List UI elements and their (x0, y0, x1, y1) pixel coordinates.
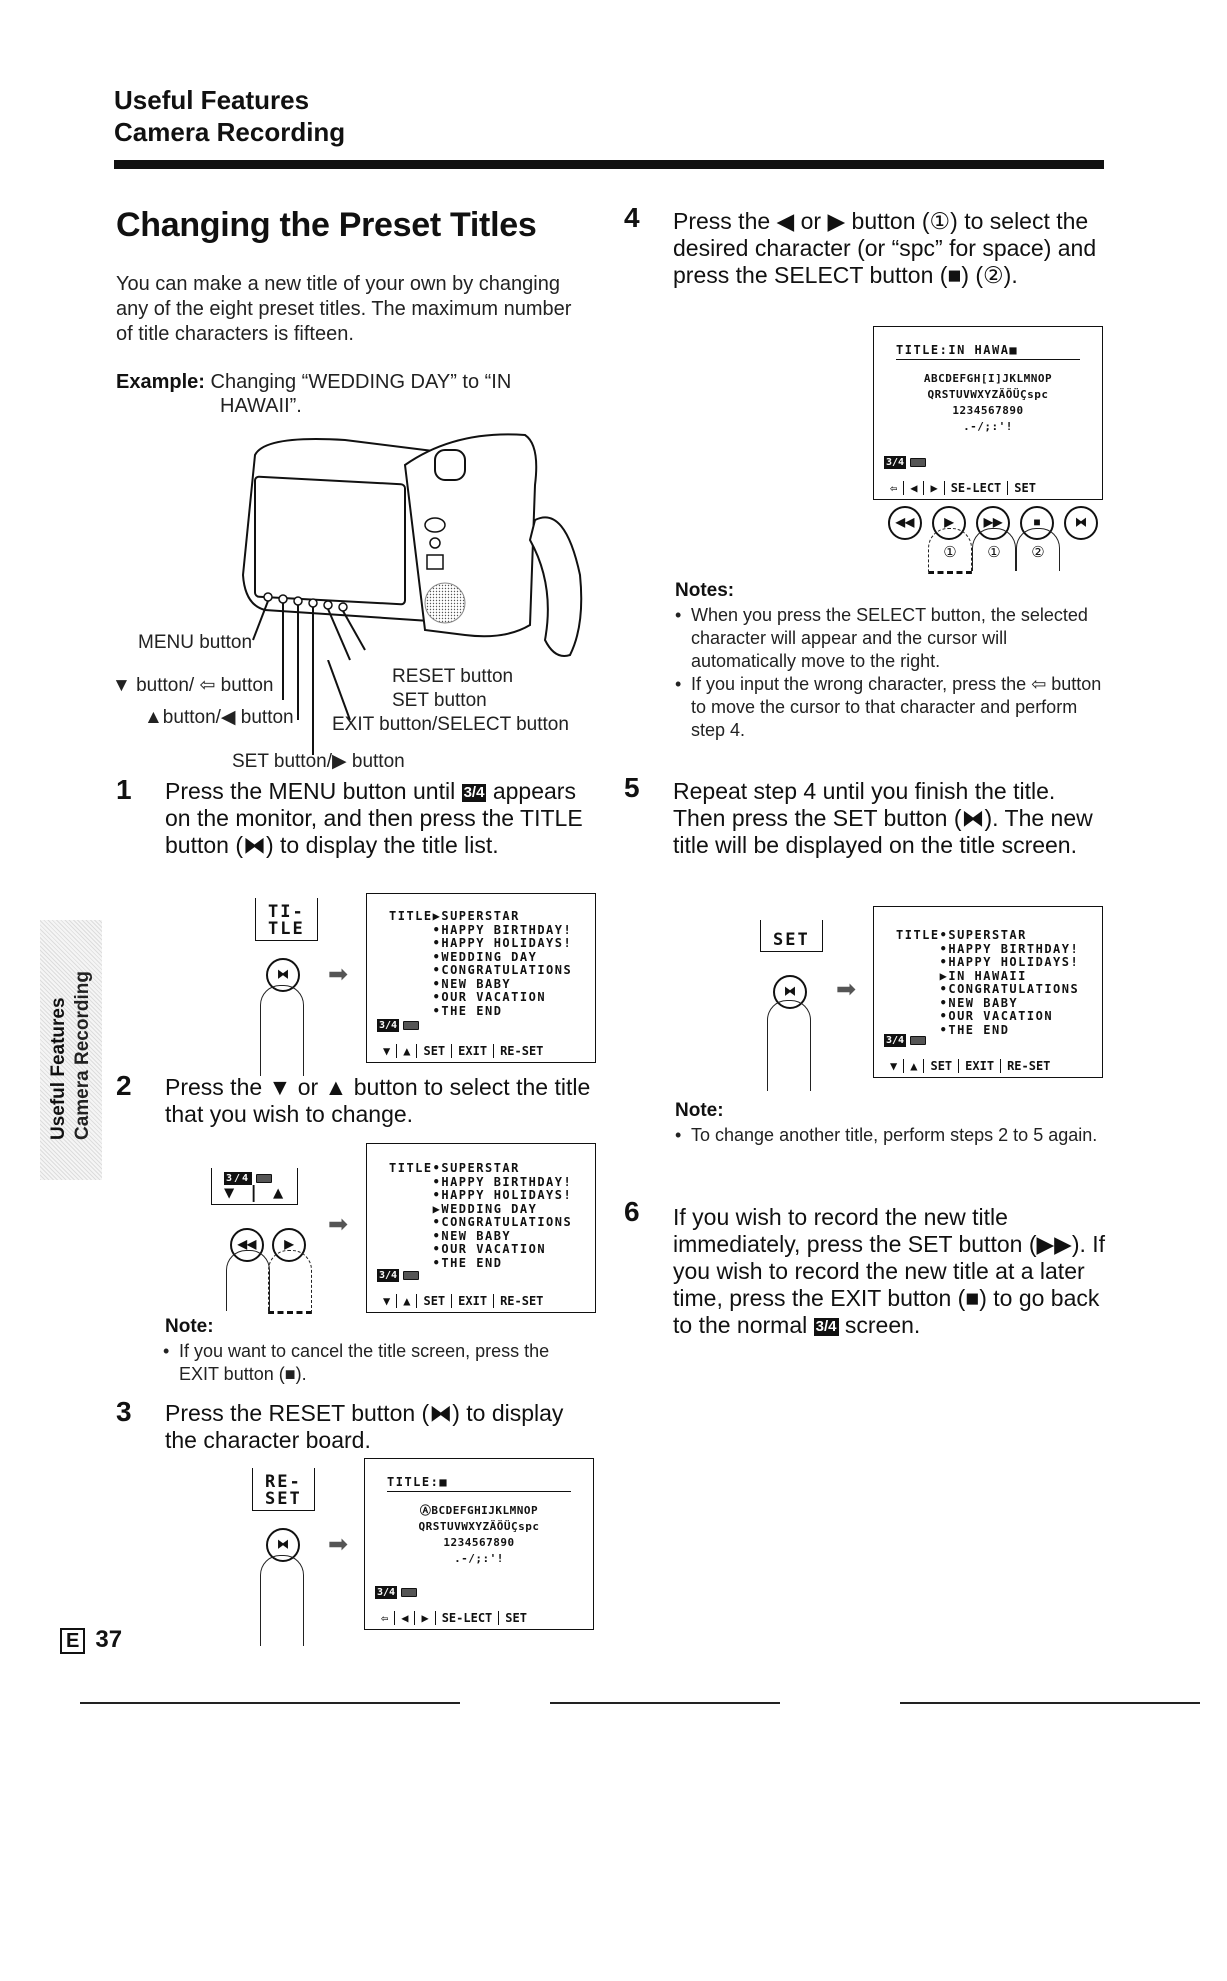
label-set-right-button: SET button/▶ button (232, 751, 405, 772)
callout-lines (282, 660, 351, 755)
next-arrow-icon: ➡ (328, 1531, 349, 1558)
label-down-back-button: ▼ button/ ⇦ button (112, 675, 274, 696)
header-rule (114, 160, 1104, 169)
finger-icon: ① (972, 528, 1016, 571)
label-menu-button: MENU button (138, 632, 253, 653)
mode-3-4-icon: 3/4 (461, 784, 487, 802)
step-number: 3 (116, 1396, 132, 1427)
character-board-screen-3: TITLE:■ ⒶBCDEFGHIJKLMNOP QRSTUVWXYZÄÖÜÇs… (364, 1458, 594, 1630)
page-title: Changing the Preset Titles (116, 206, 537, 244)
note-list: If you want to cancel the title screen, … (163, 1340, 593, 1386)
intro-paragraph: You can make a new title of your own by … (116, 273, 572, 345)
rewind-button-icon[interactable]: ◀◀ (888, 506, 922, 540)
finger-icon (260, 1555, 304, 1646)
section-title: Useful Features (114, 85, 310, 115)
up-down-key-label: 3/4 ▼ | ▲ (211, 1168, 299, 1205)
language-badge: E (60, 1628, 86, 1654)
reset-key-label: RE- SET (252, 1468, 315, 1511)
label-set-button: SET button (392, 690, 487, 711)
finger-icon: ② (1016, 528, 1060, 571)
title-list-screen-1: TITLE▶SUPERSTAR •HAPPY BIRTHDAY! •HAPPY … (366, 893, 596, 1063)
bottom-rule (80, 1702, 460, 1704)
battery-icon (403, 1021, 420, 1030)
finger-dashed-icon (268, 1250, 312, 1314)
step-2-text: Press the ▼ or ▲ button to select the ti… (165, 1074, 591, 1127)
subsection-title: Camera Recording (114, 117, 346, 147)
page-number: 37 (95, 1626, 123, 1653)
step-number: 1 (116, 774, 132, 805)
step-3-text: Press the RESET button (⧓) to display th… (165, 1400, 564, 1453)
title-list-screen-5: TITLE•SUPERSTAR •HAPPY BIRTHDAY! •HAPPY … (873, 906, 1103, 1078)
note-heading: Note: (675, 1100, 724, 1121)
step-6-text: If you wish to record the new title imme… (673, 1204, 1106, 1338)
title-key-label: TI- TLE (255, 898, 318, 941)
step-1-text: Press the MENU button until 3/4 appears … (165, 778, 583, 858)
next-arrow-icon: ➡ (836, 976, 857, 1003)
finger-icon (260, 985, 304, 1076)
notes-list: When you press the SELECT button, the se… (675, 604, 1105, 742)
label-reset-button: RESET button (392, 666, 514, 687)
step-4-text: Press the ◀ or ▶ button (①) to select th… (673, 208, 1097, 288)
note-list: To change another title, perform steps 2… (675, 1124, 1105, 1147)
camcorder-illustration (241, 433, 583, 665)
finger-dashed-icon: ① (928, 528, 972, 574)
character-board-screen-4: TITLE:IN HAWA■ ABCDEFGH[I]JKLMNOP QRSTUV… (873, 326, 1103, 500)
example-text: Example: Changing “WEDDING DAY” to “IN H… (116, 371, 512, 417)
note-heading: Note: (165, 1316, 214, 1337)
label-up-left-button: ▲button/◀ button (144, 707, 294, 728)
step-number: 5 (624, 772, 640, 803)
mode-3-4-icon: 3/4 (813, 1318, 839, 1336)
finger-icon (767, 1000, 811, 1091)
section-header: Useful Features Camera Recording (114, 84, 345, 148)
step-number: 2 (116, 1070, 132, 1101)
step-5-text: Repeat step 4 until you finish the title… (673, 778, 1093, 858)
next-arrow-icon: ➡ (328, 1211, 349, 1238)
next-arrow-icon: ➡ (328, 961, 349, 988)
step-number: 6 (624, 1196, 640, 1227)
reset-button-icon[interactable]: ⧓ (266, 1528, 300, 1562)
label-exit-select-button: EXIT button/SELECT button (332, 714, 569, 735)
set-button-icon[interactable]: ⧓ (1064, 506, 1098, 540)
notes-heading: Notes: (675, 580, 735, 601)
set-key-label: SET (760, 920, 823, 952)
step-number: 4 (624, 202, 640, 233)
mode-badge: 3/4 (377, 1019, 400, 1032)
finger-icon (226, 1250, 270, 1311)
title-list-screen-2: TITLE•SUPERSTAR •HAPPY BIRTHDAY! •HAPPY … (366, 1143, 596, 1313)
page-footer: E 37 (60, 1626, 122, 1654)
side-tab: Useful Features Camera Recording (40, 920, 102, 1180)
bottom-rule (550, 1702, 780, 1704)
example-label: Example: (116, 371, 205, 393)
bottom-rule (900, 1702, 1200, 1704)
